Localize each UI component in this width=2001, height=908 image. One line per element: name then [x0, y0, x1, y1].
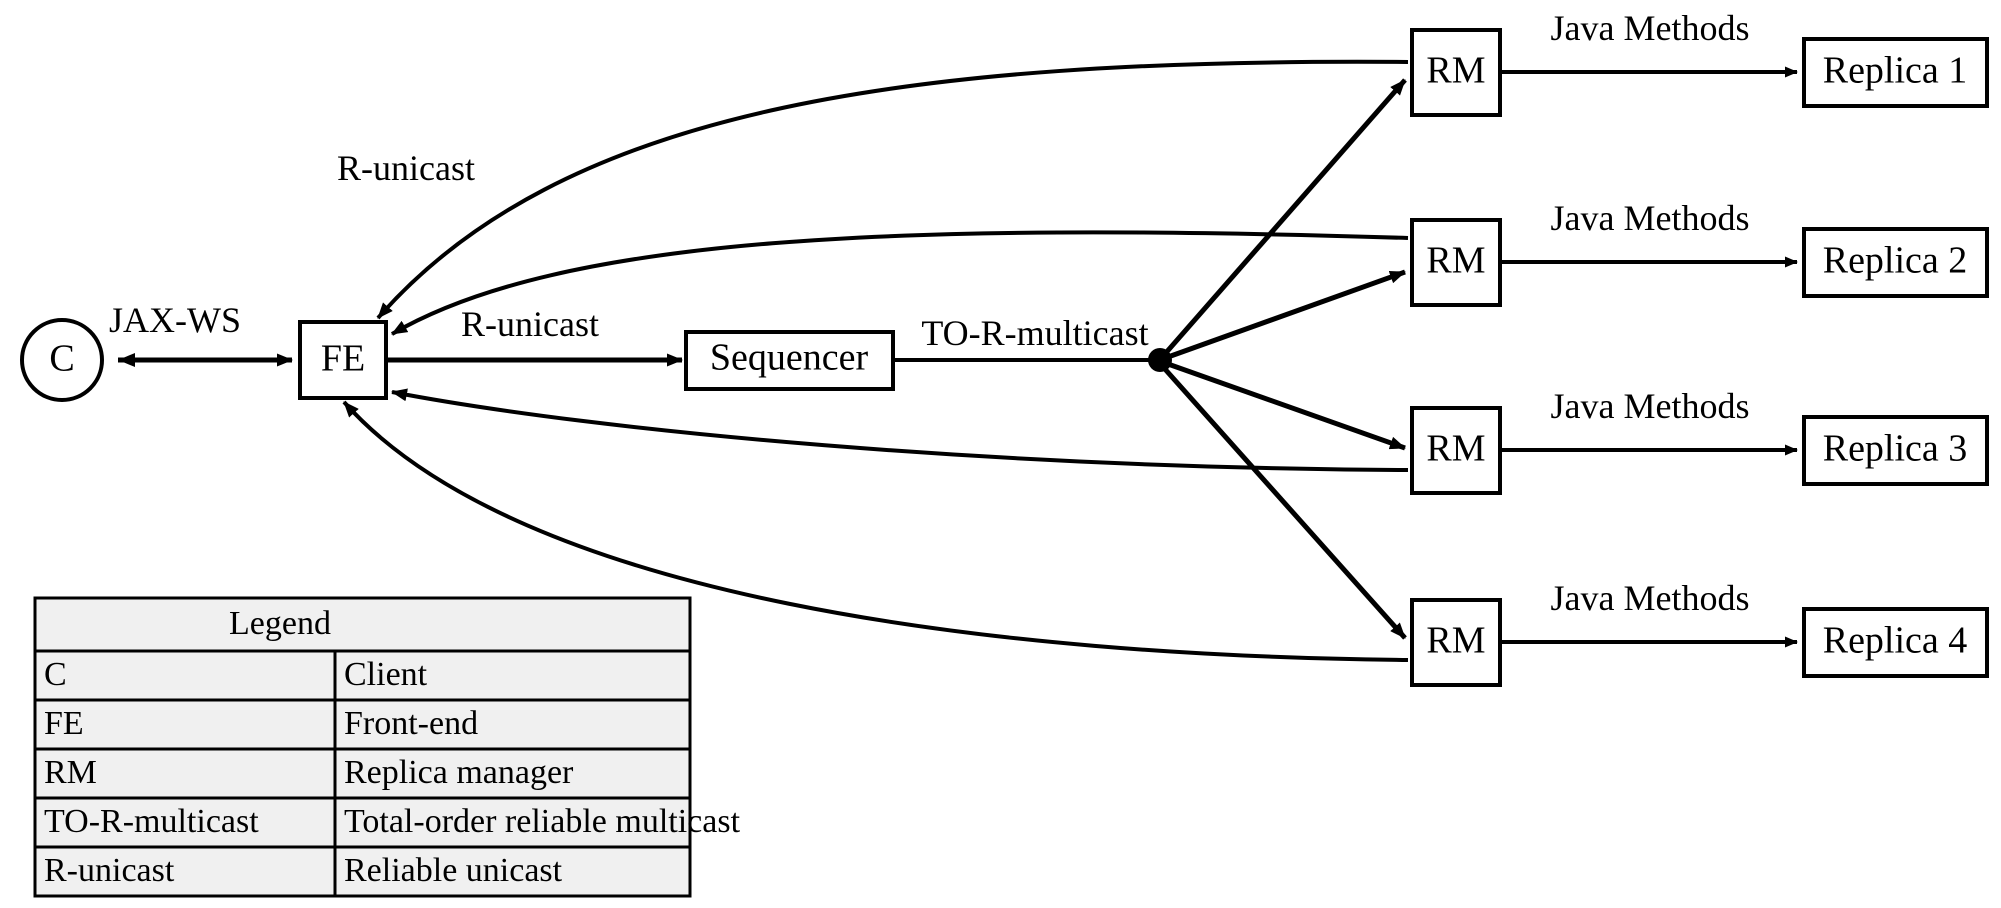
edge-label-rm-fe-r-unicast: R-unicast [337, 148, 475, 188]
legend-meaning-r-unicast: Reliable unicast [344, 852, 563, 889]
node-rm-3-label: RM [1426, 428, 1485, 470]
node-rm-1[interactable]: RM [1410, 28, 1502, 117]
legend-meaning-rm: Replica manager [344, 754, 574, 791]
node-replica-4[interactable]: Replica 4 [1802, 607, 1989, 678]
node-rm-4-label: RM [1426, 620, 1485, 662]
node-sequencer-label: Sequencer [710, 337, 869, 379]
node-replica-3-label: Replica 3 [1823, 428, 1968, 470]
legend-abbr-to-r-multicast: TO-R-multicast [44, 803, 259, 840]
edge-label-jax-ws: JAX-WS [109, 300, 241, 340]
legend-meaning-to-r-multicast: Total-order reliable multicast [344, 803, 741, 840]
edge-label-fe-sequencer-r-unicast: R-unicast [461, 304, 599, 344]
legend-abbr-c: C [44, 656, 67, 693]
edge-junction-rm-2 [1167, 269, 1406, 360]
legend-meaning-fe: Front-end [344, 705, 478, 742]
edge-label-java-methods-3: Java Methods [1551, 386, 1750, 426]
legend-row: R-unicast Reliable unicast [44, 852, 563, 889]
legend-abbr-rm: RM [44, 754, 97, 791]
node-client[interactable]: C [20, 318, 104, 402]
legend-table: Legend C Client FE Front-end RM Replica … [33, 596, 741, 898]
edge-junction-rm-4 [1162, 366, 1407, 640]
node-frontend[interactable]: FE [298, 320, 388, 400]
edge-label-java-methods-2: Java Methods [1551, 198, 1750, 238]
legend-row: TO-R-multicast Total-order reliable mult… [44, 803, 741, 840]
edge-label-java-methods-4: Java Methods [1551, 578, 1750, 618]
node-sequencer[interactable]: Sequencer [684, 330, 895, 391]
node-replica-3[interactable]: Replica 3 [1802, 415, 1989, 486]
node-replica-1-label: Replica 1 [1823, 50, 1968, 92]
node-client-label: C [49, 338, 74, 380]
legend-row: FE Front-end [44, 705, 478, 742]
node-replica-4-label: Replica 4 [1823, 620, 1968, 662]
legend-header: Legend [229, 605, 331, 642]
legend-meaning-c: Client [344, 656, 428, 693]
node-frontend-label: FE [321, 338, 365, 380]
node-rm-2-label: RM [1426, 240, 1485, 282]
edge-label-java-methods-1: Java Methods [1551, 8, 1750, 48]
edge-rm1-frontend-return [376, 59, 1409, 320]
edge-rm3-frontend-return [391, 388, 1409, 472]
node-replica-2[interactable]: Replica 2 [1802, 227, 1989, 298]
node-replica-2-label: Replica 2 [1823, 240, 1968, 282]
edge-junction-rm-1 [1162, 78, 1407, 357]
node-rm-1-label: RM [1426, 50, 1485, 92]
legend-abbr-fe: FE [44, 705, 84, 742]
node-rm-4[interactable]: RM [1410, 598, 1502, 687]
edge-junction-rm-3 [1167, 361, 1406, 451]
legend-row: RM Replica manager [44, 754, 574, 791]
legend-row: C Client [44, 656, 428, 693]
edge-label-to-r-multicast: TO-R-multicast [921, 313, 1148, 353]
legend-abbr-r-unicast: R-unicast [44, 852, 175, 889]
edge-rm4-frontend-return [342, 400, 1409, 662]
node-rm-2[interactable]: RM [1410, 218, 1502, 307]
edge-rm2-frontend-return [390, 230, 1409, 336]
node-rm-3[interactable]: RM [1410, 406, 1502, 495]
node-replica-1[interactable]: Replica 1 [1802, 37, 1989, 108]
